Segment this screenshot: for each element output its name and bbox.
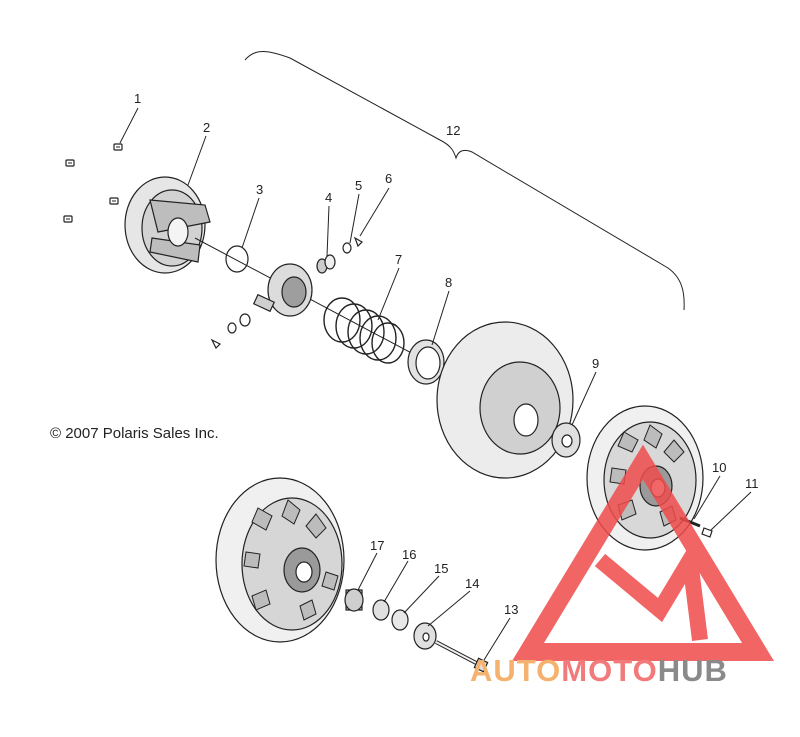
cover-part-2 [124, 176, 211, 274]
ring-part-3 [225, 245, 249, 273]
callout-12: 12 [446, 123, 460, 138]
assembly-bracket-12 [244, 51, 685, 311]
bolt-part-13 [435, 640, 489, 673]
washer-part-16 [372, 599, 390, 621]
moveable-sheave [436, 321, 574, 479]
spring-part-7 [323, 297, 405, 364]
copyright-text: © 2007 Polaris Sales Inc. [50, 425, 219, 442]
callout-13: 13 [504, 602, 518, 617]
watermark-brand: AUTOMOTOHUB [470, 653, 728, 688]
seal-part-8 [407, 339, 445, 385]
callout-3: 3 [256, 182, 263, 197]
hub-shaft [252, 263, 313, 317]
callout-9: 9 [592, 356, 599, 371]
washer-part-9 [551, 422, 581, 458]
callout-10: 10 [712, 460, 726, 475]
bushing-part-4 [316, 254, 336, 274]
callout-14: 14 [465, 576, 479, 591]
callout-labels: 1 2 3 4 5 6 7 8 9 10 11 12 13 14 15 16 1… [134, 91, 759, 617]
callout-15: 15 [434, 561, 448, 576]
sheave-lower [215, 477, 345, 643]
watermark-logo-icon [512, 444, 774, 661]
callout-6: 6 [385, 171, 392, 186]
spacer-part-17 [344, 588, 364, 612]
leader-lines [119, 107, 752, 661]
callout-2: 2 [203, 120, 210, 135]
callout-1: 1 [134, 91, 141, 106]
washer-stack [210, 313, 251, 350]
callout-5: 5 [355, 178, 362, 193]
callout-4: 4 [325, 190, 332, 205]
callout-7: 7 [395, 252, 402, 267]
callout-17: 17 [370, 538, 384, 553]
washer-part-15 [391, 609, 409, 631]
washer-part-14 [413, 622, 437, 650]
watermark-hub: HUB [658, 653, 728, 688]
watermark-auto: AUTO [470, 653, 561, 688]
washer-part-5 [342, 242, 352, 254]
callout-11: 11 [745, 476, 759, 491]
bolt-part-11 [701, 527, 713, 538]
watermark-moto: MOTO [561, 653, 657, 688]
callout-16: 16 [402, 547, 416, 562]
callout-8: 8 [445, 275, 452, 290]
screw-part-1 [63, 143, 123, 223]
clip-part-6 [353, 236, 363, 248]
